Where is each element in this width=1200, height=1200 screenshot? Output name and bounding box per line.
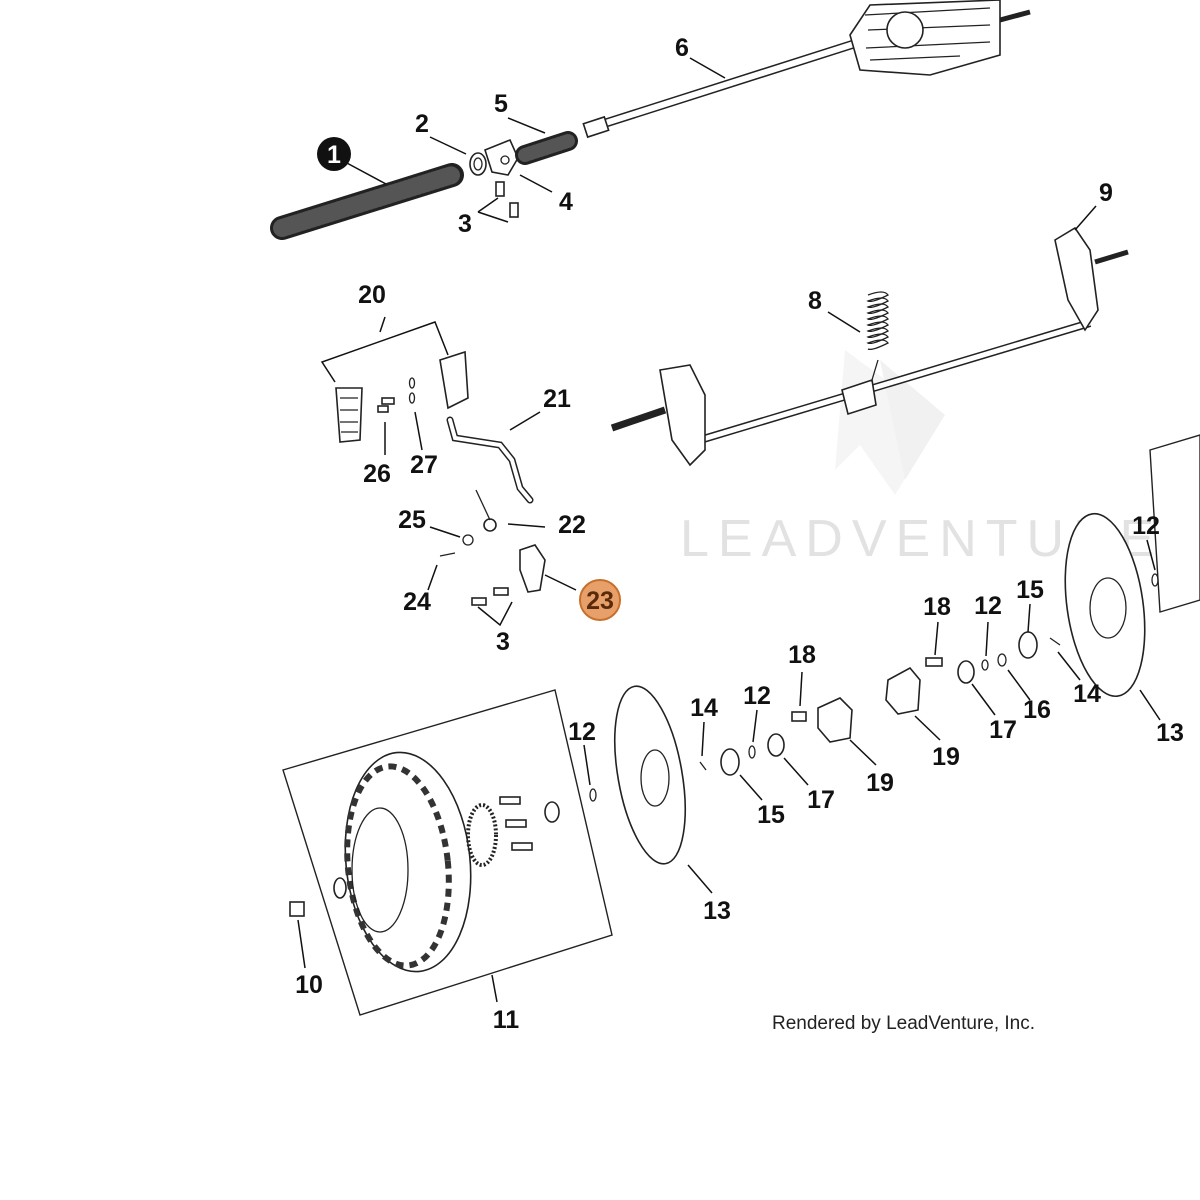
solid-callout-icon[interactable]: 1 xyxy=(317,137,351,171)
tube-5 xyxy=(515,131,578,165)
wheel-bushing xyxy=(544,801,560,823)
pinion-15-left xyxy=(720,748,740,776)
callout-25[interactable]: 25 xyxy=(398,506,426,534)
transmission xyxy=(849,0,1031,76)
callout-17-left[interactable]: 17 xyxy=(807,786,835,814)
gear-cover-13-left xyxy=(614,685,686,865)
wheel-gear xyxy=(466,803,498,867)
callout-4[interactable]: 4 xyxy=(559,188,573,216)
callout-18-left[interactable]: 18 xyxy=(788,641,816,669)
bracket-4 xyxy=(484,138,519,176)
callout-14-right[interactable]: 14 xyxy=(1073,680,1101,708)
bolt-18-right xyxy=(925,657,943,667)
callout-18-right[interactable]: 18 xyxy=(923,593,951,621)
pawl-23 xyxy=(519,544,546,593)
callout-3-top[interactable]: 3 xyxy=(458,210,472,238)
callout-20[interactable]: 20 xyxy=(358,281,386,309)
wheel-cover-right xyxy=(1149,434,1200,613)
tube-1 xyxy=(270,163,464,240)
callout-12-right[interactable]: 12 xyxy=(1132,512,1160,540)
nut-10 xyxy=(289,901,305,917)
spring-8 xyxy=(866,291,889,381)
bushing-2 xyxy=(469,152,487,176)
callout-13-left[interactable]: 13 xyxy=(703,897,731,925)
washer-12-left xyxy=(748,745,756,759)
callout-3-lower[interactable]: 3 xyxy=(496,628,510,656)
callout-19-left[interactable]: 19 xyxy=(866,769,894,797)
callout-13-right[interactable]: 13 xyxy=(1156,719,1184,747)
callout-12-mid[interactable]: 12 xyxy=(974,592,1002,620)
callout-5[interactable]: 5 xyxy=(494,90,508,118)
callout-12-far-left[interactable]: 12 xyxy=(568,718,596,746)
washer-16 xyxy=(997,653,1007,667)
callout-1: 1 xyxy=(327,141,341,169)
callout-17-right[interactable]: 17 xyxy=(989,716,1017,744)
pawl-19-left xyxy=(817,697,853,743)
gear-cover-13-right xyxy=(1064,512,1146,698)
credit-text: Rendered by LeadVenture, Inc. xyxy=(772,1013,1035,1034)
washer-25 xyxy=(462,534,474,546)
drive-shaft xyxy=(582,37,865,139)
callout-11[interactable]: 11 xyxy=(493,1006,520,1034)
callout-26[interactable]: 26 xyxy=(363,460,391,488)
callout-12-left[interactable]: 12 xyxy=(743,682,771,710)
pin-14-left xyxy=(699,761,707,771)
callout-9[interactable]: 9 xyxy=(1099,179,1113,207)
bearing-17-left xyxy=(767,733,785,757)
screw-26 xyxy=(377,397,395,413)
callout-23: 23 xyxy=(586,587,614,615)
washer-12-right xyxy=(1151,573,1159,587)
washer-12-mid xyxy=(981,659,989,671)
hub-cap xyxy=(333,877,347,899)
callout-21[interactable]: 21 xyxy=(543,385,571,413)
callout-15-right[interactable]: 15 xyxy=(1016,576,1044,604)
lever-knob-20 xyxy=(335,350,469,443)
callout-24[interactable]: 24 xyxy=(403,588,431,616)
bolts-3-top xyxy=(495,181,519,218)
wheel-11 xyxy=(344,751,472,973)
bearing-17-right xyxy=(957,660,975,684)
bolt-18-left xyxy=(791,711,807,722)
pin-24 xyxy=(439,552,456,557)
callout-8[interactable]: 8 xyxy=(808,287,822,315)
lever-rod-21 xyxy=(446,416,534,504)
wheel-assembly-box xyxy=(282,689,613,1016)
pin-14-right xyxy=(1049,637,1061,646)
callout-14-left[interactable]: 14 xyxy=(690,694,718,722)
pawl-19-right xyxy=(885,666,921,715)
callout-27[interactable]: 27 xyxy=(410,451,438,479)
callout-22[interactable]: 22 xyxy=(558,511,586,539)
callout-10[interactable]: 10 xyxy=(295,971,323,999)
callout-15-left[interactable]: 15 xyxy=(757,801,785,829)
callout-19-right[interactable]: 19 xyxy=(932,743,960,771)
spring-22 xyxy=(475,489,497,532)
washer-12-far-left xyxy=(589,788,597,802)
leader-lines xyxy=(297,57,1161,1003)
wheel-bolts xyxy=(499,796,533,851)
callout-2[interactable]: 2 xyxy=(415,110,429,138)
callout-6[interactable]: 6 xyxy=(675,34,689,62)
bolts-3-lower xyxy=(471,587,509,606)
height-axle xyxy=(610,226,1129,467)
callout-16[interactable]: 16 xyxy=(1023,696,1051,724)
highlighted-callout-icon[interactable]: 23 xyxy=(579,579,621,621)
pinion-15-right xyxy=(1018,631,1038,659)
washer-27 xyxy=(408,377,416,404)
